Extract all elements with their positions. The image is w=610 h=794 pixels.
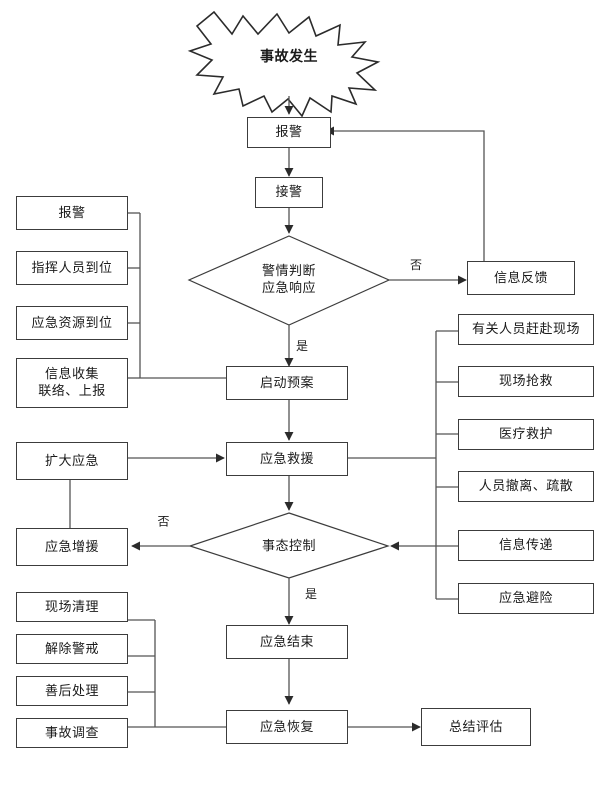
node-accident-investigation[interactable]: 事故调查 — [16, 718, 128, 748]
edge-label-judge-no: 否 — [410, 258, 423, 272]
node-start-plan[interactable]: 启动预案 — [226, 366, 348, 400]
node-information-feedback[interactable]: 信息反馈 — [467, 261, 575, 295]
node-emergency-recovery[interactable]: 应急恢复 — [226, 710, 348, 744]
edge-label-control-yes: 是 — [305, 587, 318, 601]
node-left-alarm[interactable]: 报警 — [16, 196, 128, 230]
accident-burst-label: 事故发生 — [260, 48, 318, 65]
node-evacuation[interactable]: 人员撤离、疏散 — [458, 471, 594, 502]
edge-label-control-no: 否 — [156, 515, 170, 527]
node-medical-aid[interactable]: 医疗救护 — [458, 419, 594, 450]
node-emergency-end[interactable]: 应急结束 — [226, 625, 348, 659]
node-personnel-arrive-site[interactable]: 有关人员赶赴现场 — [458, 314, 594, 345]
node-information-transfer[interactable]: 信息传递 — [458, 530, 594, 561]
edge-label-judge-yes: 是 — [296, 339, 309, 353]
edge-feedback-to-alarm — [325, 126, 485, 261]
node-expand-emergency[interactable]: 扩大应急 — [16, 442, 128, 480]
node-alarm[interactable]: 报警 — [247, 117, 331, 148]
node-lift-guard[interactable]: 解除警戒 — [16, 634, 128, 664]
node-summary-evaluation[interactable]: 总结评估 — [421, 708, 531, 746]
node-left-info-collect[interactable]: 信息收集 联络、上报 — [16, 358, 128, 408]
node-judge-label[interactable]: 警情判断 应急响应 — [261, 264, 316, 296]
node-emergency-reinforcement[interactable]: 应急增援 — [16, 528, 128, 566]
node-emergency-shelter[interactable]: 应急避险 — [458, 583, 594, 614]
node-site-rescue[interactable]: 现场抢救 — [458, 366, 594, 397]
node-aftercare[interactable]: 善后处理 — [16, 676, 128, 706]
node-left-resource-in-place[interactable]: 应急资源到位 — [16, 306, 128, 340]
node-left-command-in-place[interactable]: 指挥人员到位 — [16, 251, 128, 285]
node-receive-alarm[interactable]: 接警 — [255, 177, 323, 208]
node-control-label[interactable]: 事态控制 — [261, 538, 316, 554]
node-emergency-rescue[interactable]: 应急救援 — [226, 442, 348, 476]
node-site-cleanup[interactable]: 现场清理 — [16, 592, 128, 622]
burst-shape — [187, 10, 381, 118]
